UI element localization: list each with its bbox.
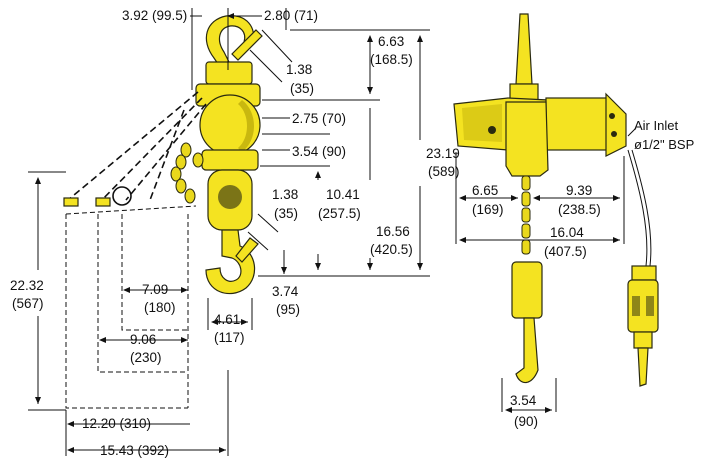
air-inlet-size: ø1/2" BSP — [634, 137, 694, 152]
dim-upper-height-mm: (168.5) — [370, 52, 413, 67]
dim-inner-width: 7.09 — [142, 282, 168, 297]
dim-hook-offset-right: 2.80 (71) — [264, 8, 318, 23]
dim-overall-width: 15.43 (392) — [100, 443, 169, 458]
dim-hook-throat-mm: (95) — [276, 302, 300, 317]
dim-top-hook-height-mm: (35) — [290, 81, 314, 96]
dim-mid-width-mm: (230) — [130, 350, 162, 365]
dim-outer-width: 12.20 (310) — [82, 416, 151, 431]
right-hoist-illustration — [453, 13, 659, 387]
dim-left-height-mm: (567) — [12, 296, 44, 311]
dim-right-total-length-mm: (407.5) — [544, 244, 587, 259]
dim-total-height: 23.19 — [426, 146, 460, 161]
dim-right-left-offset: 6.65 — [472, 183, 498, 198]
right-chain — [521, 175, 531, 255]
left-hoist-illustration — [63, 15, 263, 409]
dim-upper-height: 6.63 — [378, 34, 404, 49]
dim-lower-height: 16.56 — [376, 224, 410, 239]
dim-mid-height: 10.41 — [326, 187, 360, 202]
dim-total-height-mm: (589) — [428, 164, 460, 179]
dim-lower-height-mm: (420.5) — [370, 242, 413, 257]
dim-lower-hook-height: 1.38 — [272, 187, 298, 202]
dim-right-hook-width: 3.54 — [510, 393, 537, 408]
dim-hook-width-mm: (117) — [214, 330, 245, 345]
dim-inner-width-mm: (180) — [144, 300, 176, 315]
left-chain — [170, 142, 204, 204]
right-dimension-lines — [455, 127, 637, 413]
dim-top-hook-height: 1.38 — [286, 62, 312, 77]
dim-right-right-offset: 9.39 — [566, 183, 592, 198]
dim-hook-offset-left: 3.92 (99.5) — [122, 8, 187, 23]
dim-body-depth: 2.75 (70) — [292, 111, 346, 126]
air-inlet-label: Air Inlet — [634, 118, 678, 133]
dim-hook-width: 4.61 — [214, 312, 240, 327]
dim-right-right-offset-mm: (238.5) — [558, 202, 601, 217]
dim-body-depth2: 3.54 (90) — [292, 144, 346, 159]
dim-mid-width: 9.06 — [130, 332, 156, 347]
left-dimension-lines — [28, 8, 430, 456]
dim-right-hook-width-mm: (90) — [514, 414, 538, 429]
dim-hook-throat: 3.74 — [272, 284, 299, 299]
dim-lower-hook-height-mm: (35) — [274, 206, 298, 221]
left-dimension-text: 3.92 (99.5) 2.80 (71) 1.38 (35) 6.63 (16… — [10, 8, 460, 458]
dim-mid-height-mm: (257.5) — [318, 206, 361, 221]
dim-left-height: 22.32 — [10, 278, 44, 293]
right-dimension-text: Air Inlet ø1/2" BSP 6.65 (169) 9.39 (238… — [472, 118, 694, 429]
dim-right-total-length: 16.04 — [550, 225, 584, 240]
dim-right-left-offset-mm: (169) — [472, 202, 504, 217]
